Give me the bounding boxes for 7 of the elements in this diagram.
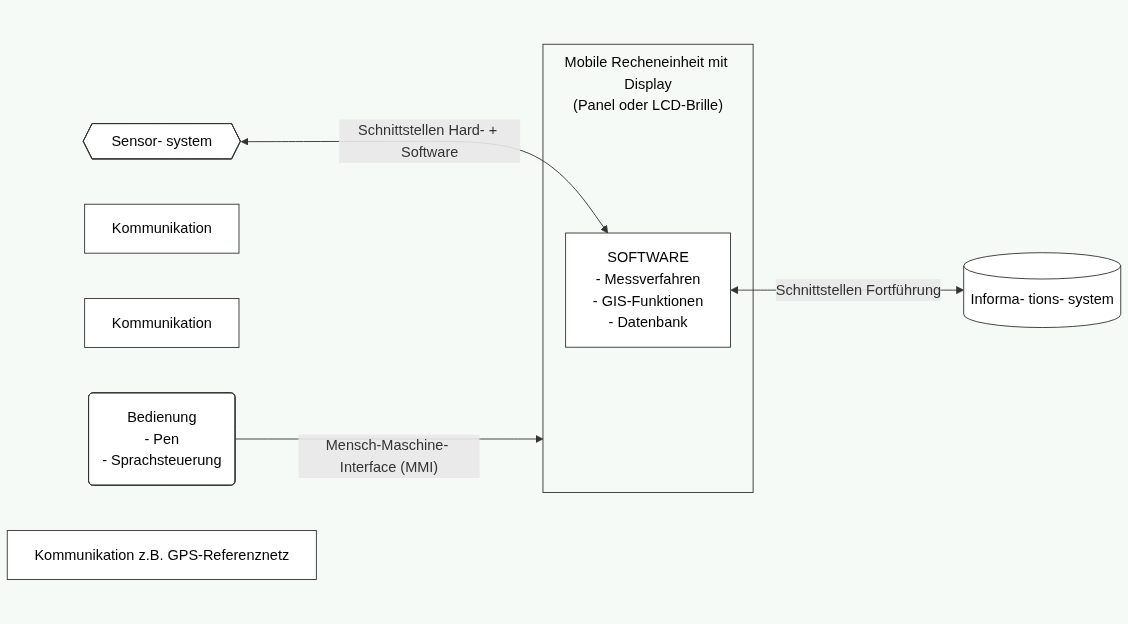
edge-label: Schnittstellen Hard- + Software [358, 122, 498, 160]
node-box: Kommunikation [84, 203, 240, 254]
edge-label: Mensch-Maschine- Interface (MMI) [325, 437, 449, 475]
node-box: SOFTWARE - Messverfahren - GIS-Funktionen - Datenbank [565, 232, 731, 348]
edge-label: Schnittstellen Fortführung [775, 282, 942, 298]
node-box: Kommunikation z.B. GPS-Referenznetz [6, 530, 317, 581]
node-box: Kommunikation [84, 298, 240, 349]
